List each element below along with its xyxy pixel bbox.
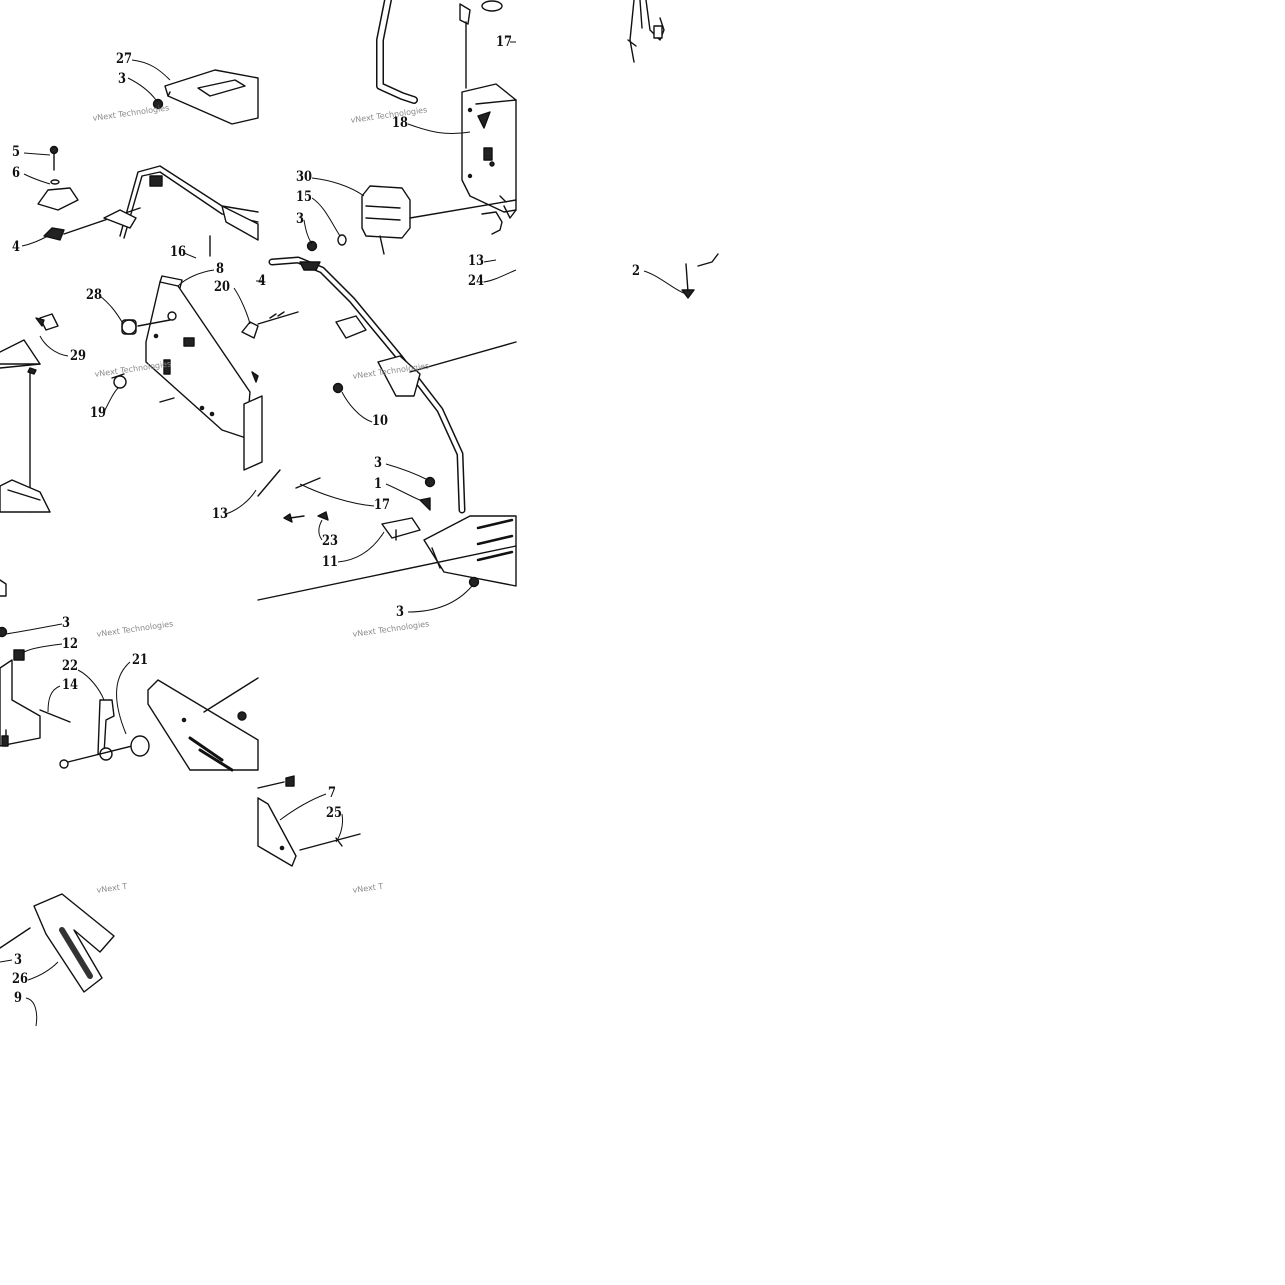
nut-part <box>468 576 480 588</box>
bushing-part <box>130 735 150 757</box>
bracket-part <box>0 339 41 369</box>
bumper-frame-part <box>103 165 259 257</box>
callout-28: 28 <box>86 287 102 303</box>
callout-3: 3 <box>118 71 126 87</box>
callout-30: 30 <box>296 169 312 185</box>
bumper-plate-part <box>164 69 259 125</box>
callout-18: 18 <box>392 115 408 131</box>
callout-2: 2 <box>632 263 640 279</box>
callout-9: 9 <box>14 990 22 1006</box>
screw-part <box>257 775 295 789</box>
handle-part <box>376 0 418 104</box>
frame-rail-part <box>257 545 517 601</box>
support-frame-part <box>0 659 71 747</box>
spacer-part <box>121 319 171 335</box>
skid-part <box>0 479 51 513</box>
callout-3: 3 <box>14 952 22 968</box>
rivet-part <box>299 833 361 851</box>
callout-16: 16 <box>170 244 186 260</box>
callout-19: 19 <box>90 405 106 421</box>
callout-14: 14 <box>62 677 78 693</box>
nut-part <box>237 711 247 721</box>
screw-part <box>681 253 719 299</box>
callout-21: 21 <box>132 652 148 668</box>
callout-12: 12 <box>62 636 78 652</box>
bushing-part <box>0 579 7 597</box>
callout-3: 3 <box>62 615 70 631</box>
side-frame-part <box>147 677 259 772</box>
callout-1: 1 <box>374 476 382 492</box>
bolt-part <box>283 513 305 523</box>
running-board-part <box>423 515 517 587</box>
callout-17: 17 <box>496 34 512 50</box>
grommet-part <box>111 373 127 389</box>
washer-part <box>337 234 347 246</box>
callout-13: 13 <box>468 253 484 269</box>
mount-bracket-part <box>381 497 431 541</box>
panel-corner-part <box>257 797 297 867</box>
callout-4: 4 <box>258 273 266 289</box>
callout-22: 22 <box>62 658 78 674</box>
callout-20: 20 <box>214 279 230 295</box>
callout-10: 10 <box>372 413 388 429</box>
callout-8: 8 <box>216 261 224 277</box>
console-plate-part <box>461 83 517 213</box>
callout-29: 29 <box>70 348 86 364</box>
nut-part <box>0 626 8 638</box>
callout-11: 11 <box>322 554 338 570</box>
callout-13: 13 <box>212 506 228 522</box>
callout-26: 26 <box>12 971 28 987</box>
callout-5: 5 <box>12 144 20 160</box>
channel-part <box>243 371 263 471</box>
nut-part <box>424 476 436 488</box>
side-panel-part <box>145 275 251 439</box>
callout-4: 4 <box>12 239 20 255</box>
callout-27: 27 <box>116 51 132 67</box>
callout-7: 7 <box>328 785 336 801</box>
callout-23: 23 <box>322 533 338 549</box>
callout-3: 3 <box>396 604 404 620</box>
nut-part <box>332 382 344 394</box>
callout-15: 15 <box>296 189 312 205</box>
bolt-part <box>49 145 60 185</box>
wire-harness-part <box>627 0 665 63</box>
clip-part <box>317 511 329 521</box>
clip-part <box>37 187 79 211</box>
nut-part <box>306 240 318 252</box>
spring-pin-part <box>241 311 299 339</box>
callout-17: 17 <box>374 497 390 513</box>
spring-pin-part <box>257 469 321 497</box>
main-frame-part <box>268 256 517 514</box>
pivot-arm-part <box>59 699 141 769</box>
callout-3: 3 <box>374 455 382 471</box>
nut-part <box>152 98 164 110</box>
guard-part <box>0 893 115 993</box>
spring-clip-part <box>481 205 517 235</box>
relay-box-part <box>361 185 517 255</box>
latch-part <box>459 0 503 89</box>
callout-3: 3 <box>296 211 304 227</box>
callout-6: 6 <box>12 165 20 181</box>
callout-24: 24 <box>468 273 484 289</box>
clip-part <box>35 313 59 331</box>
plate-part <box>13 649 25 661</box>
callout-25: 25 <box>326 805 342 821</box>
